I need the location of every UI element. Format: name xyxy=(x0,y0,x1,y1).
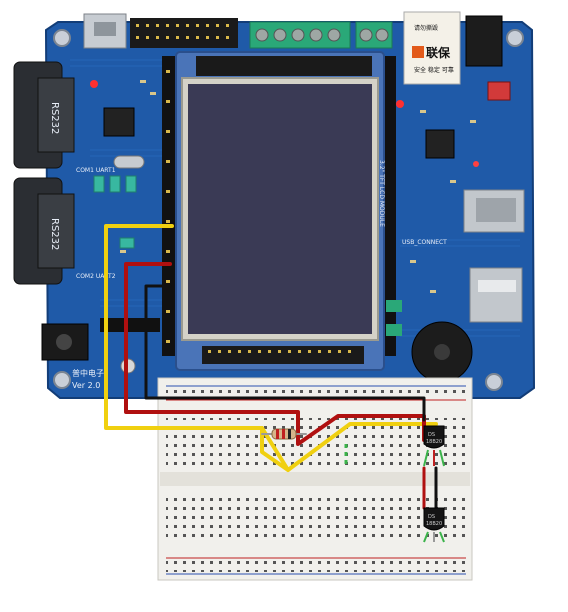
svg-text:18B20: 18B20 xyxy=(426,439,442,445)
svg-text:安全 稳定 可靠: 安全 稳定 可靠 xyxy=(414,66,454,74)
serial-port-2: RS232 xyxy=(13,177,75,285)
temperature-sensor-1: DS 18B20 xyxy=(423,425,445,467)
svg-text:3.2" TFT LCD MODULE: 3.2" TFT LCD MODULE xyxy=(378,160,385,227)
warranty-sticker: 联保 安全 稳定 可靠 请勿撕毁 xyxy=(403,11,461,85)
development-board: RS232 RS232 COM1 UART1 COM2 UART2 xyxy=(13,11,536,399)
resistor xyxy=(271,428,297,440)
svg-text:COM2 UART2: COM2 UART2 xyxy=(76,273,116,280)
svg-text:RS232: RS232 xyxy=(49,218,60,250)
svg-text:USB_CONNECT: USB_CONNECT xyxy=(402,239,447,246)
ic-chip xyxy=(425,129,455,159)
svg-text:18B20: 18B20 xyxy=(426,521,442,527)
svg-text:DS: DS xyxy=(428,432,435,438)
jumper-wires xyxy=(104,224,438,510)
svg-text:普中电子: 普中电子 xyxy=(72,368,104,378)
svg-text:Ver 2.0: Ver 2.0 xyxy=(72,381,100,390)
lcd-screen xyxy=(188,84,372,334)
svg-text:DS: DS xyxy=(428,514,435,520)
screw-terminals xyxy=(249,21,393,49)
svg-text:RS232: RS232 xyxy=(49,102,60,134)
svg-text:COM1 UART1: COM1 UART1 xyxy=(76,167,116,174)
temperature-sensor-2: DS 18B20 xyxy=(423,507,445,543)
usb-a-port xyxy=(469,267,523,323)
svg-text:联保: 联保 xyxy=(426,45,451,60)
serial-port-1: RS232 xyxy=(13,61,75,169)
svg-text:请勿撕毁: 请勿撕毁 xyxy=(414,24,438,32)
